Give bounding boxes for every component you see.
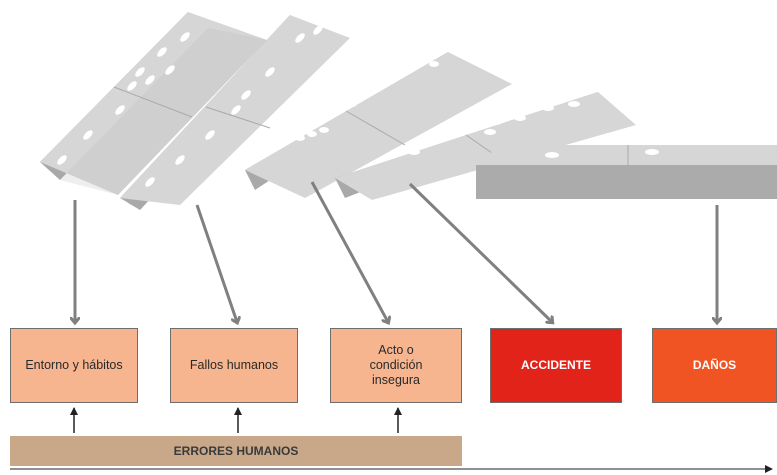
arrow-down-icon	[310, 181, 388, 322]
box-accidente-label: ACCIDENTE	[520, 358, 591, 372]
domino-tile-5	[476, 145, 777, 199]
box-fallos-label: Fallos humanos	[189, 358, 279, 372]
arrow-down-icon	[195, 204, 237, 322]
box-acto: Acto o condición insegura	[330, 328, 462, 403]
box-entorno: Entorno y hábitos	[10, 328, 138, 403]
box-danos-label: DAÑOS	[692, 358, 737, 372]
domino-tile-3	[245, 52, 512, 198]
box-accidente: ACCIDENTE	[490, 328, 622, 403]
errores-humanos-bar: ERRORES HUMANOS	[10, 436, 462, 466]
arrow-down-icon	[408, 182, 552, 322]
box-danos: DAÑOS	[652, 328, 777, 403]
box-entorno-label: Entorno y hábitos	[25, 358, 123, 372]
box-acto-label: Acto o condición insegura	[369, 343, 423, 387]
box-fallos: Fallos humanos	[170, 328, 298, 403]
error-arrows	[70, 407, 402, 433]
domino-tile-2	[120, 15, 350, 210]
errores-humanos-label: ERRORES HUMANOS	[173, 444, 299, 458]
domino-arrows	[75, 181, 717, 322]
domino-tile-1	[40, 12, 267, 195]
